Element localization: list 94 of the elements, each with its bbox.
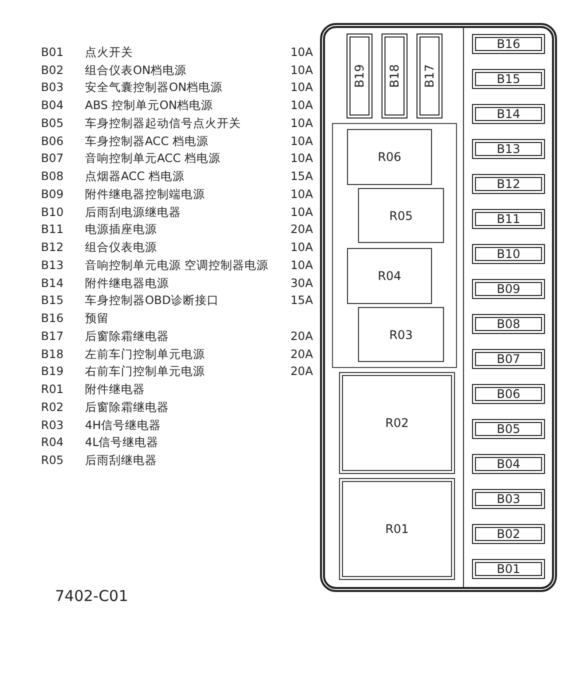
item-description: 附件继电器电源	[85, 276, 169, 290]
item-code: B05	[41, 116, 64, 130]
current-rating: 10A	[290, 204, 313, 219]
relay-slot: R05	[358, 188, 444, 243]
fuse-slot: B01	[472, 559, 545, 579]
relay-slot: R04	[347, 248, 432, 304]
item-code: R05	[41, 453, 64, 468]
current-rating: 20A	[290, 328, 313, 343]
fuse-slot: B16	[472, 34, 545, 54]
item-code: R03	[41, 418, 64, 432]
fuse-slot: B04	[472, 454, 545, 474]
relay-slot: R03	[358, 307, 444, 362]
fuse-slot: B03	[472, 489, 545, 509]
fuse-slot: B17	[416, 33, 442, 118]
current-rating: 20A	[290, 346, 313, 361]
fuse-slot: B18	[381, 33, 407, 118]
item-description: 车身控制器OBD诊断接口	[85, 293, 219, 308]
item-code: B07	[41, 151, 64, 166]
item-description: ABS 控制单元ON档电源	[85, 98, 214, 112]
item-code: R01	[41, 382, 64, 396]
fuse-slot: B02	[472, 524, 545, 544]
fuse-slot: B09	[472, 279, 545, 299]
relay-slot: R01	[339, 478, 455, 580]
item-code: B03	[41, 80, 64, 94]
item-code: R04	[41, 435, 64, 450]
relay-slot: R02	[339, 372, 455, 474]
item-description: 安全气囊控制器ON档电源	[85, 80, 223, 94]
fuse-slot: B06	[472, 384, 545, 404]
item-code: B14	[41, 276, 64, 290]
fuse-slot: B05	[472, 419, 545, 439]
item-description: 后雨刮电源继电器	[85, 204, 181, 219]
item-code: B19	[41, 364, 64, 378]
current-rating: 10A	[290, 80, 313, 94]
item-description: 电源插座电源	[85, 222, 157, 236]
item-code: B18	[41, 346, 64, 361]
item-code: B09	[41, 186, 64, 201]
current-rating: 10A	[290, 116, 313, 130]
item-description: 车身控制器ACC 档电源	[85, 134, 208, 148]
item-code: B08	[41, 169, 64, 184]
current-rating: 10A	[290, 258, 313, 272]
item-code: B17	[41, 328, 64, 343]
item-code: B01	[41, 45, 64, 59]
item-description: 组合仪表电源	[85, 240, 157, 254]
item-description: 附件继电器控制端电源	[85, 186, 205, 201]
current-rating: 20A	[290, 222, 313, 236]
fuse-slot: B19	[346, 33, 372, 118]
item-code: B15	[41, 293, 64, 308]
item-description: 右前车门控制单元电源	[85, 364, 205, 378]
current-rating: 20A	[290, 364, 313, 378]
item-description: 后窗除霜继电器	[85, 400, 169, 414]
current-rating: 15A	[290, 169, 313, 184]
current-rating: 10A	[290, 240, 313, 254]
connector-code: 7402-C01	[55, 587, 128, 605]
fuse-box-housing	[320, 23, 557, 592]
item-description: 音响控制单元电源 空调控制器电源	[85, 258, 269, 272]
fuse-slot: B13	[472, 139, 545, 159]
item-code: B13	[41, 258, 64, 272]
relay-slot: R06	[347, 129, 432, 185]
item-description: 点火开关	[85, 45, 133, 59]
item-description: 附件继电器	[85, 382, 145, 396]
current-rating: 10A	[290, 186, 313, 201]
current-rating: 10A	[290, 151, 313, 166]
relay-panel	[332, 123, 457, 368]
fuse-slot: B07	[472, 349, 545, 369]
item-description: 音响控制单元ACC 档电源	[85, 151, 220, 166]
item-description: 左前车门控制单元电源	[85, 346, 205, 361]
current-rating: 30A	[290, 276, 313, 290]
item-code: B12	[41, 240, 64, 254]
item-code: B11	[41, 222, 64, 236]
fuse-slot: B10	[472, 244, 545, 264]
fuse-slot: B08	[472, 314, 545, 334]
item-code: R02	[41, 400, 64, 414]
item-code: B16	[41, 311, 64, 326]
item-description: 后雨刮继电器	[85, 453, 157, 468]
current-rating: 15A	[290, 293, 313, 308]
item-description: 组合仪表ON档电源	[85, 62, 187, 77]
item-description: 点烟器ACC 档电源	[85, 169, 184, 184]
fuse-slot: B14	[472, 104, 545, 124]
fuse-slot: B11	[472, 209, 545, 229]
current-rating: 10A	[290, 45, 313, 59]
item-code: B10	[41, 204, 64, 219]
current-rating: 10A	[290, 98, 313, 112]
item-description: 后窗除霜继电器	[85, 328, 169, 343]
item-code: B04	[41, 98, 64, 112]
fuse-slot: B12	[472, 174, 545, 194]
current-rating: 10A	[290, 134, 313, 148]
item-code: B06	[41, 134, 64, 148]
item-description: 车身控制器起动信号点火开关	[85, 116, 241, 130]
current-rating: 10A	[290, 62, 313, 77]
item-description: 4H信号继电器	[85, 418, 161, 432]
item-description: 预留	[85, 311, 109, 326]
item-code: B02	[41, 62, 64, 77]
item-description: 4L信号继电器	[85, 435, 159, 450]
fuse-slot: B15	[472, 69, 545, 89]
